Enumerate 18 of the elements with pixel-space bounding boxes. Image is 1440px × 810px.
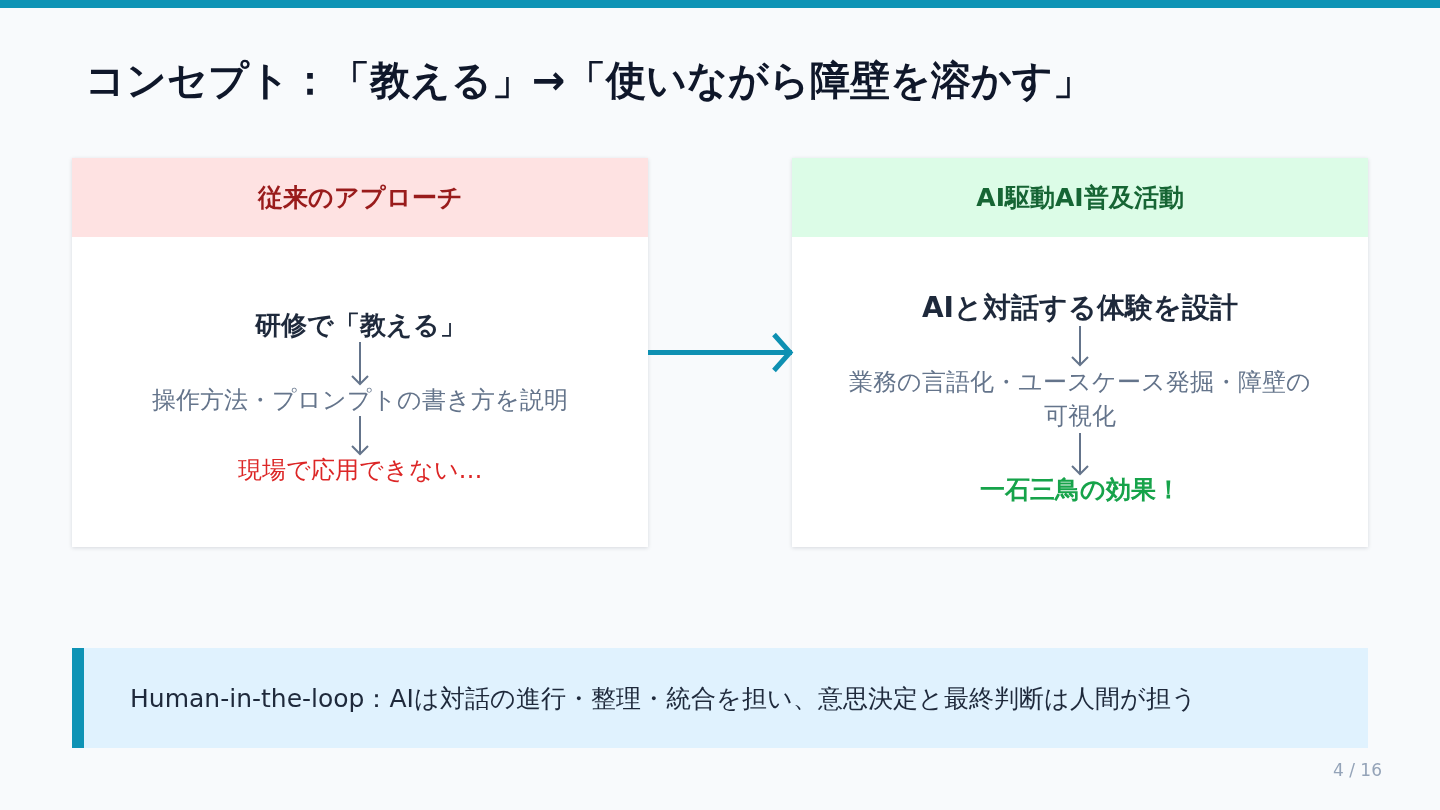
outcome-text: 一石三鳥の効果！ xyxy=(979,474,1181,506)
comparison-card xyxy=(72,158,648,547)
arrow xyxy=(1071,432,1089,475)
step-heading: 研修で「教える」 xyxy=(254,308,466,342)
outcome-text: 現場で応用できない… xyxy=(237,454,483,486)
comparison-card xyxy=(792,158,1368,547)
card-header: AI駆動AI普及活動 xyxy=(792,158,1368,237)
step-heading: AIと対話する体験を設計 xyxy=(921,290,1239,326)
slide-title: コンセプト：「教える」→「使いながら障壁を溶かす」 xyxy=(85,56,1093,105)
step-text: 操作方法・プロンプトの書き方を説明 xyxy=(152,384,568,416)
card-header: 従来のアプローチ xyxy=(72,158,648,237)
callout-banner: Human-in-the-loop：AIは対話の進行・整理・統合を担い、意思決定と最終判断は人間が担う xyxy=(72,648,1368,748)
arrow xyxy=(351,415,369,455)
arrow xyxy=(351,341,369,385)
arrow xyxy=(648,332,793,373)
arrow xyxy=(1071,325,1089,366)
page-number: 4 / 16 xyxy=(1333,760,1382,780)
step-text: 業務の言語化・ユースケース発掘・障壁の可視化 xyxy=(845,365,1315,433)
